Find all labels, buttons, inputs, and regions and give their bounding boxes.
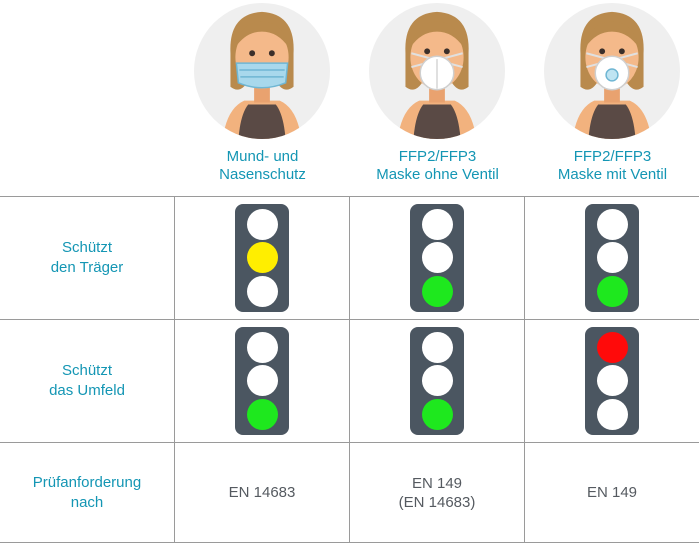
row-label: Schützt das Umfeld bbox=[0, 319, 175, 443]
table-cell bbox=[524, 319, 699, 443]
traffic-light-icon bbox=[410, 327, 464, 435]
lamp-off bbox=[596, 242, 628, 274]
table-row-test-standard: Prüfanforderung nach EN 14683 EN 149 (EN… bbox=[0, 442, 699, 543]
lamp-green bbox=[421, 398, 453, 430]
lamp-off bbox=[596, 209, 628, 241]
table-cell bbox=[174, 319, 350, 443]
row-label: Schützt den Träger bbox=[0, 196, 175, 320]
standard-value: EN 149 (EN 14683) bbox=[349, 442, 525, 543]
traffic-light-icon bbox=[585, 327, 639, 435]
traffic-light-icon bbox=[410, 204, 464, 312]
traffic-light-icon bbox=[585, 204, 639, 312]
column-header-surgical-mask: Mund- und Nasenschutz bbox=[175, 0, 350, 196]
lamp-off bbox=[246, 332, 278, 364]
column-header-ffp-no-valve: FFP2/FFP3 Maske ohne Ventil bbox=[350, 0, 525, 196]
traffic-light-icon bbox=[235, 327, 289, 435]
lamp-off bbox=[246, 365, 278, 397]
lamp-off bbox=[596, 365, 628, 397]
table-cell bbox=[524, 196, 699, 320]
lamp-off bbox=[421, 365, 453, 397]
lamp-yellow bbox=[246, 242, 278, 274]
lamp-off bbox=[596, 398, 628, 430]
lamp-red bbox=[596, 332, 628, 364]
row-label: Prüfanforderung nach bbox=[0, 442, 175, 543]
table-cell bbox=[349, 196, 525, 320]
woman-ffp-mask-icon bbox=[368, 2, 506, 140]
woman-surgical-mask-icon bbox=[193, 2, 331, 140]
table-cell bbox=[174, 196, 350, 320]
comparison-table: Schützt den Träger bbox=[0, 196, 699, 543]
lamp-green bbox=[246, 398, 278, 430]
column-title: FFP2/FFP3 Maske mit Ventil bbox=[557, 148, 668, 183]
column-header-ffp-valve: FFP2/FFP3 Maske mit Ventil bbox=[525, 0, 700, 196]
lamp-off bbox=[246, 209, 278, 241]
table-row-protects-wearer: Schützt den Träger bbox=[0, 196, 699, 320]
column-title: FFP2/FFP3 Maske ohne Ventil bbox=[376, 148, 499, 183]
standard-value: EN 14683 bbox=[174, 442, 350, 543]
woman-ffp-valve-mask-icon bbox=[543, 2, 681, 140]
lamp-off bbox=[246, 275, 278, 307]
standard-value: EN 149 bbox=[524, 442, 699, 543]
traffic-light-icon bbox=[235, 204, 289, 312]
lamp-green bbox=[596, 275, 628, 307]
lamp-off bbox=[421, 332, 453, 364]
table-cell bbox=[349, 319, 525, 443]
lamp-green bbox=[421, 275, 453, 307]
lamp-off bbox=[421, 209, 453, 241]
lamp-off bbox=[421, 242, 453, 274]
table-row-protects-environment: Schützt das Umfeld bbox=[0, 319, 699, 443]
column-title: Mund- und Nasenschutz bbox=[219, 148, 306, 183]
